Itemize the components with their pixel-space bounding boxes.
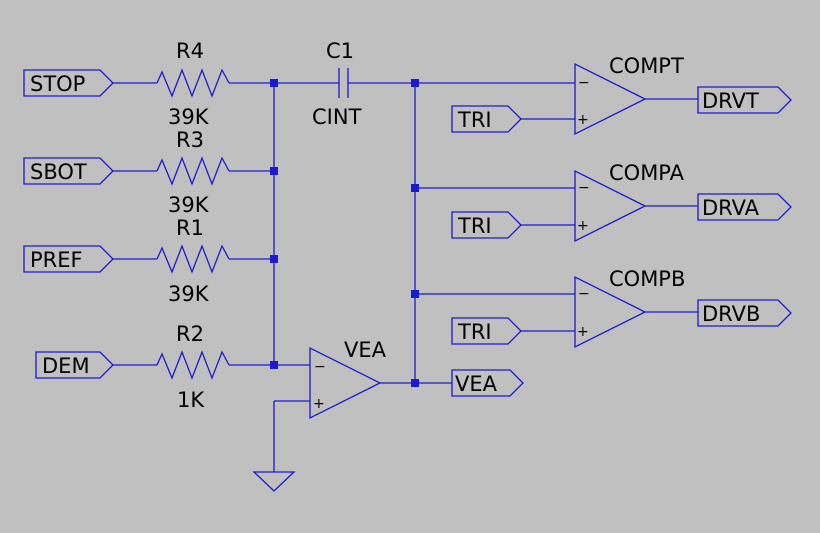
port-drvb[interactable]: DRVB [697,299,792,327]
port-drvt[interactable]: DRVT [697,86,792,114]
compa-plus-sign: + [577,218,589,234]
compa-minus-sign: − [578,180,590,196]
port-vea[interactable]: VEA [451,369,524,397]
r2-ref-label: R2 [176,322,204,346]
vea-minus-sign: − [314,359,326,375]
port-tri-b-label: TRI [457,320,492,344]
compt-minus-sign: − [578,75,590,91]
resistor-r4[interactable]: R4 39K [113,39,274,129]
c1-ref-label: C1 [326,39,354,63]
port-tri-t-label: TRI [457,108,492,132]
junction-dot [270,167,278,175]
port-tri-t[interactable]: TRI [451,105,522,133]
port-tri-b[interactable]: TRI [451,317,522,345]
port-sbot[interactable]: SBOT [23,157,114,185]
port-tri-a[interactable]: TRI [451,211,522,239]
opamp-compb[interactable]: − + COMPB [574,267,685,349]
r1-ref-label: R1 [176,216,204,240]
opamp-vea[interactable]: − + VEA [309,338,387,420]
opamp-vea-label: VEA [344,338,387,362]
r3-value-label: 39K [168,193,210,217]
port-tri-a-label: TRI [457,214,492,238]
junction-dot [270,255,278,263]
r2-value-label: 1K [177,388,205,412]
port-dem-label: DEM [42,354,90,378]
junction-dot [270,361,278,369]
compt-plus-sign: + [577,112,589,128]
port-vea-label: VEA [455,372,498,396]
opamp-compt[interactable]: − + COMPT [574,54,684,136]
opamp-compa[interactable]: − + COMPA [574,161,685,243]
port-stop[interactable]: STOP [23,69,114,97]
compb-plus-sign: + [577,324,589,340]
port-drvb-label: DRVB [702,302,760,326]
resistor-r2[interactable]: R2 1K [113,322,274,412]
ground-icon [252,471,296,492]
junction-dot [411,290,419,298]
port-stop-label: STOP [30,72,85,96]
capacitor-c1[interactable]: C1 CINT [274,39,415,129]
r1-value-label: 39K [168,282,210,306]
port-drva-label: DRVA [702,196,760,220]
opamp-compa-label: COMPA [609,161,685,185]
junction-dot [270,79,278,87]
port-dem[interactable]: DEM [35,351,114,379]
r3-ref-label: R3 [176,128,204,152]
opamp-compt-label: COMPT [609,54,684,78]
port-pref-label: PREF [30,248,83,272]
c1-value-label: CINT [312,105,362,129]
port-pref[interactable]: PREF [23,245,114,273]
resistor-r1[interactable]: R1 39K [113,216,274,306]
junction-dot [411,184,419,192]
port-drvt-label: DRVT [702,89,759,113]
r4-value-label: 39K [168,105,210,129]
compb-minus-sign: − [578,286,590,302]
junction-dot [411,79,419,87]
r4-ref-label: R4 [176,39,204,63]
port-drva[interactable]: DRVA [697,193,792,221]
resistor-r3[interactable]: R3 39K [113,128,274,217]
junction-dot [411,379,419,387]
vea-plus-sign: + [313,396,325,412]
opamp-compb-label: COMPB [609,267,685,291]
port-sbot-label: SBOT [30,160,87,184]
